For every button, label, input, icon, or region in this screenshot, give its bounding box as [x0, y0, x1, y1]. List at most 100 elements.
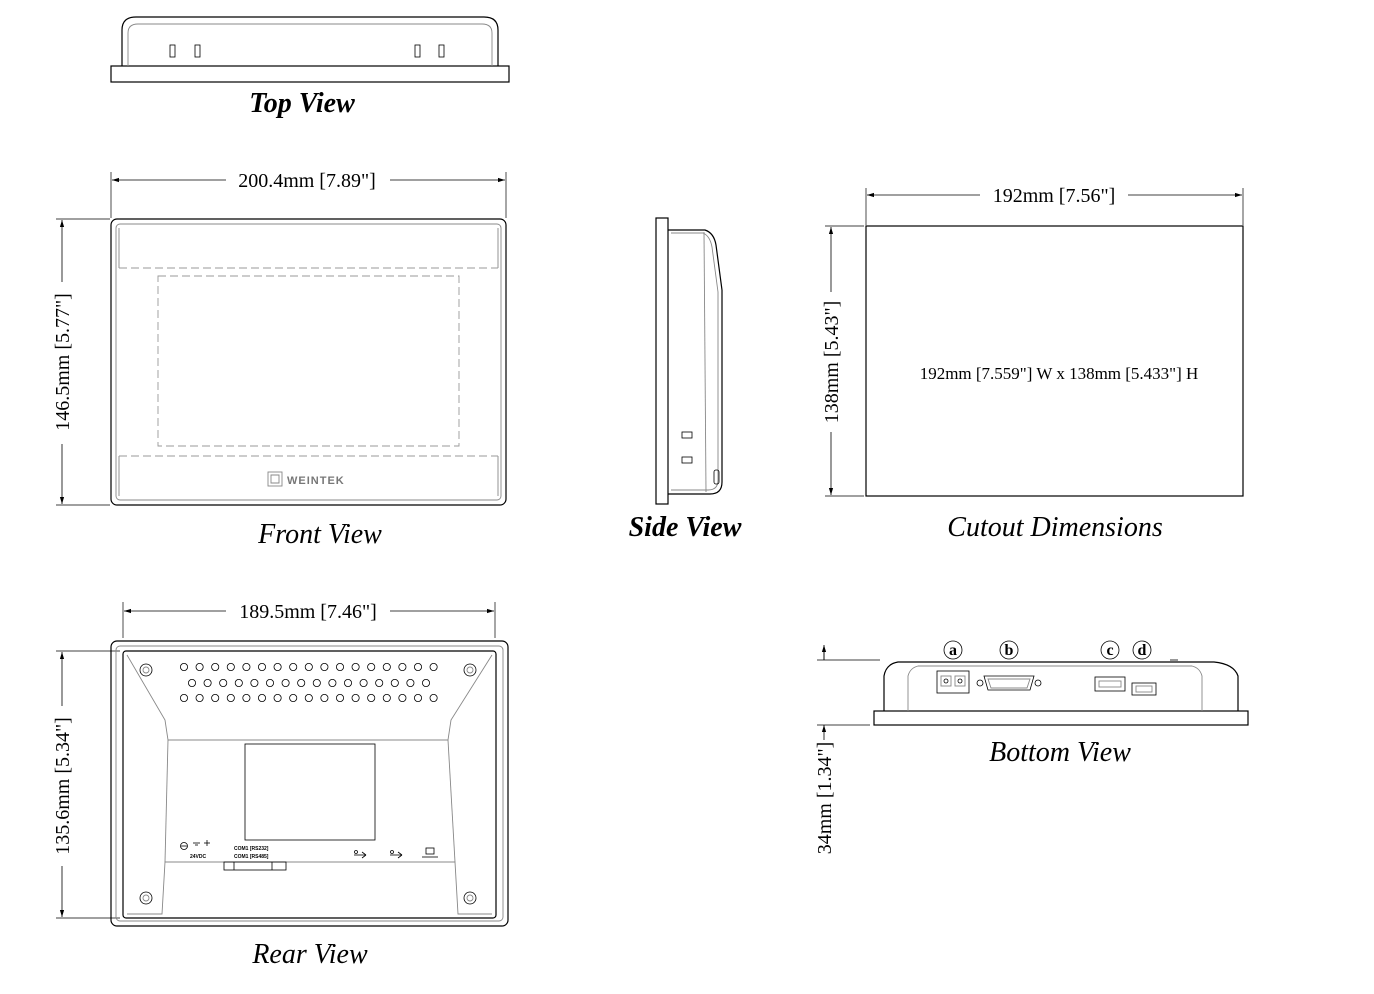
vent-hole: [242, 694, 251, 703]
side-view-vent: [681, 456, 693, 464]
vent-hole: [234, 679, 243, 688]
rear-view-housing: [122, 650, 497, 919]
callout-b: b: [999, 640, 1019, 660]
svg-text:a: a: [949, 642, 957, 659]
bottom-view-bezel: [873, 710, 1249, 726]
front-width-label: 200.4mm [7.89"]: [238, 170, 376, 192]
bottom-view-title: Bottom View: [989, 737, 1131, 768]
ethernet-icon: [422, 847, 438, 858]
weintek-logo: WEINTEK: [267, 471, 345, 487]
side-view: Side View: [629, 217, 742, 543]
vent-hole: [265, 679, 274, 688]
vent-hole: [289, 694, 298, 703]
vent-hole: [257, 694, 266, 703]
screw-icon: [139, 891, 153, 905]
top-view-housing-inner: [127, 23, 493, 66]
vent-holes: [179, 663, 438, 703]
screw-icon: [463, 663, 477, 677]
vent-hole: [242, 663, 251, 672]
power-terminal-block: [936, 670, 970, 694]
rear-view-bezel: [110, 640, 509, 927]
cutout-width-label: 192mm [7.56"]: [993, 185, 1116, 207]
rear-view-title: Rear View: [251, 939, 368, 970]
vent-hole: [421, 679, 430, 688]
svg-text:d: d: [1138, 642, 1147, 659]
vent-hole: [413, 694, 422, 703]
vent-hole: [429, 694, 438, 703]
bottom-view: 34mm [1.34"]: [814, 640, 1249, 855]
top-view-slot: [194, 44, 201, 58]
vent-hole: [429, 663, 438, 672]
vent-hole: [382, 694, 391, 703]
vent-hole: [312, 679, 321, 688]
vent-hole: [304, 663, 313, 672]
top-view-slot: [169, 44, 176, 58]
callout-a: a: [943, 640, 963, 660]
vent-hole: [179, 694, 188, 703]
top-view-slot: [414, 44, 421, 58]
ground-icon: [180, 842, 188, 850]
usb-icon: [354, 850, 367, 859]
vent-hole: [335, 694, 344, 703]
com1-rs485-label: COM1 [RS485]: [234, 854, 269, 860]
vent-hole: [375, 679, 384, 688]
vent-hole: [226, 663, 235, 672]
vent-hole: [273, 694, 282, 703]
vent-hole: [219, 679, 228, 688]
top-view-title: Top View: [249, 88, 355, 119]
vent-hole: [179, 663, 188, 672]
front-view-bezel-inner: [115, 223, 502, 501]
vent-hole: [335, 663, 344, 672]
cutout-rectangle: [865, 225, 1244, 497]
vent-hole: [195, 694, 204, 703]
front-view-title: Front View: [257, 519, 382, 550]
vent-hole: [297, 679, 306, 688]
usb-port: [1094, 676, 1126, 692]
vent-hole: [351, 694, 360, 703]
vent-hole: [281, 679, 290, 688]
vent-hole: [211, 663, 220, 672]
vent-hole: [328, 679, 337, 688]
bottom-view-housing: [883, 661, 1239, 711]
vent-hole: [343, 679, 352, 688]
vent-hole: [382, 663, 391, 672]
svg-text:b: b: [1005, 642, 1014, 659]
svg-text:c: c: [1106, 642, 1113, 659]
vent-hole: [359, 679, 368, 688]
rear-view: 189.5mm [7.46"] 135.6mm [5.34"]: [52, 601, 509, 970]
cutout-height-label: 138mm [5.43"]: [821, 301, 843, 424]
vent-hole: [320, 663, 329, 672]
screw-icon: [463, 891, 477, 905]
callout-c: c: [1100, 640, 1120, 660]
cutout-center-text: 192mm [7.559"] W x 138mm [5.433"] H: [920, 364, 1199, 383]
vent-hole: [187, 679, 196, 688]
front-view-bezel: [110, 218, 507, 506]
vent-hole: [406, 679, 415, 688]
rear-width-label: 189.5mm [7.46"]: [239, 601, 377, 623]
db9-serial-port: [976, 675, 1042, 691]
rear-view-label-plate: [244, 743, 376, 841]
side-view-vent: [681, 431, 693, 439]
vent-hole: [351, 663, 360, 672]
vent-hole: [273, 663, 282, 672]
top-view-slot: [438, 44, 445, 58]
side-view-housing: [668, 229, 723, 495]
vent-hole: [413, 663, 422, 672]
vent-hole: [257, 663, 266, 672]
power-symbol-icon: [193, 840, 210, 846]
logo-text: WEINTEK: [287, 475, 345, 487]
vent-hole: [398, 694, 407, 703]
top-view-bezel: [110, 65, 510, 83]
usb-icon: [390, 850, 403, 859]
vent-hole: [398, 663, 407, 672]
vent-hole: [390, 679, 399, 688]
vent-hole: [203, 679, 212, 688]
power-voltage-label: 24VDC: [190, 854, 207, 860]
front-view: 200.4mm [7.89"] 146.5mm [5.77"] WEINTEK …: [52, 170, 507, 550]
vent-hole: [226, 694, 235, 703]
bottom-depth-label: 34mm [1.34"]: [814, 742, 836, 855]
vent-hole: [250, 679, 259, 688]
vent-hole: [320, 694, 329, 703]
vent-hole: [289, 663, 298, 672]
